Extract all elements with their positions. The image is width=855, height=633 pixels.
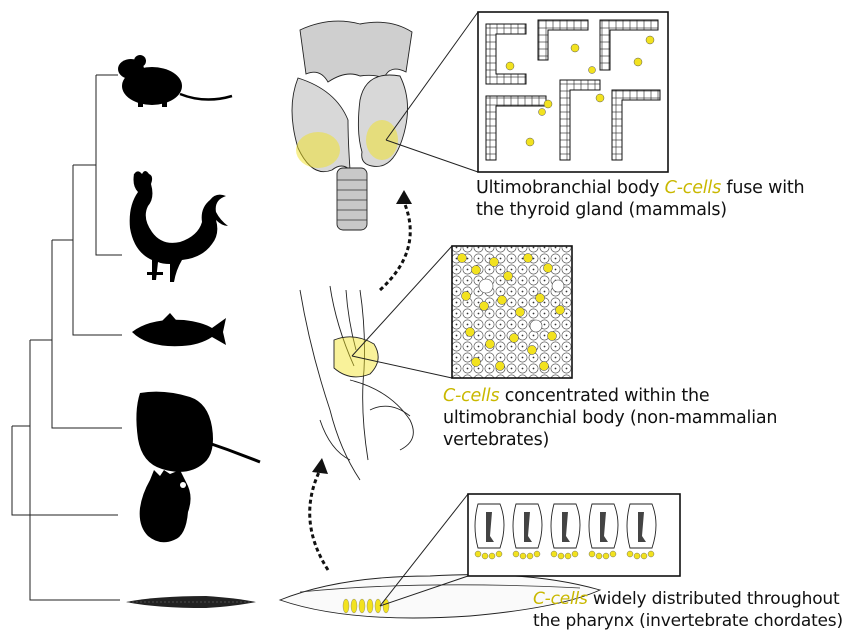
stingray-silhouette-icon — [136, 392, 260, 472]
arrow-upper — [380, 190, 412, 290]
c-cells-highlight: C-cells — [443, 386, 499, 406]
thyroid-follicles-inset — [386, 12, 668, 172]
ultimobranchial-cells-inset — [352, 246, 572, 378]
arrow-lower — [310, 458, 328, 570]
sea-squirt-silhouette-icon — [140, 470, 191, 542]
thyroid-gland-illustration — [292, 21, 412, 230]
caption-text: Ultimobranchial body — [476, 178, 665, 198]
caption-mammals: Ultimobranchial body C-cells fuse with t… — [476, 177, 806, 221]
rooster-silhouette-icon — [130, 171, 228, 282]
c-cells-highlight: C-cells — [665, 178, 721, 198]
c-cells-highlight: C-cells — [533, 589, 588, 609]
lancelet-silhouette-icon — [126, 596, 256, 608]
fish-silhouette-icon — [132, 313, 226, 346]
mouse-silhouette-icon — [118, 55, 232, 107]
ultimobranchial-dissection-illustration — [300, 286, 413, 480]
caption-invertebrate: C-cells widely distributed throughout th… — [533, 588, 855, 632]
phylogenetic-tree — [12, 75, 122, 600]
caption-non-mammalian: C-cells concentrated within the ultimobr… — [443, 385, 803, 451]
